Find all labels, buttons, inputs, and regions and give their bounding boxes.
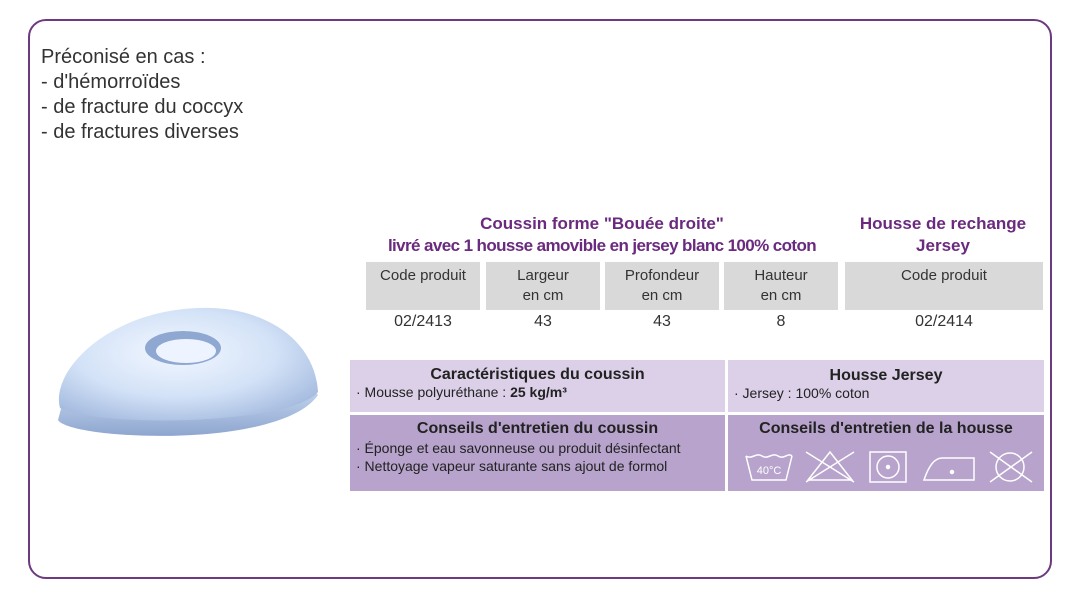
header-label: Code produit <box>901 267 987 284</box>
product-title-line1: Coussin forme "Bouée droite" <box>480 214 724 233</box>
header-code-produit-housse: Code produit <box>845 262 1043 310</box>
header-profondeur: Profondeur en cm <box>605 262 719 310</box>
value-code-produit-housse: 02/2414 <box>915 313 973 330</box>
header-label: Code produit <box>380 267 466 284</box>
care-cushion-box: Conseils d'entretien du coussin · Éponge… <box>350 415 725 491</box>
content-frame <box>28 19 1052 579</box>
indications-list: Préconisé en cas : - d'hémorroïdes - de … <box>41 45 243 145</box>
tumble-dry-icon <box>869 451 907 483</box>
indications-heading: Préconisé en cas : <box>41 46 206 68</box>
header-unit: en cm <box>760 287 802 304</box>
value-hauteur: 8 <box>776 313 786 330</box>
jersey-title: Housse Jersey <box>829 367 943 384</box>
iron-low-icon <box>922 457 975 481</box>
characteristics-line: · Mousse polyuréthane : 25 kg/m³ <box>350 384 725 400</box>
characteristics-label: · Mousse polyuréthane : <box>356 384 511 400</box>
wash-40-icon: 40°C <box>745 454 793 481</box>
cover-title: Housse de rechange Jersey <box>845 213 1041 257</box>
jersey-line: · Jersey : 100% coton <box>734 385 870 401</box>
cover-title-line2: Jersey <box>916 236 970 255</box>
value-code-produit: 02/2413 <box>394 313 452 330</box>
indication-item: - de fracture du coccyx <box>41 96 244 118</box>
header-code-produit: Code produit <box>366 262 480 310</box>
product-title-line2: livré avec 1 housse amovible en jersey b… <box>387 236 817 255</box>
cover-title-line1: Housse de rechange <box>859 214 1027 233</box>
jersey-box: Housse Jersey · Jersey : 100% coton <box>728 360 1044 412</box>
header-unit: en cm <box>522 287 564 304</box>
care-cushion-line: · Éponge et eau savonneuse ou produit dé… <box>356 440 681 456</box>
header-label: Profondeur <box>624 267 700 284</box>
cushion-image <box>58 307 319 436</box>
value-profondeur: 43 <box>653 313 671 330</box>
indication-item: - d'hémorroïdes <box>41 71 181 93</box>
header-largeur: Largeur en cm <box>486 262 600 310</box>
no-dry-clean-icon <box>989 451 1033 483</box>
header-unit: en cm <box>641 287 683 304</box>
value-largeur: 43 <box>534 313 552 330</box>
header-label: Largeur <box>517 267 569 284</box>
characteristics-title: Caractéristiques du coussin <box>430 366 645 383</box>
care-cushion-title: Conseils d'entretien du coussin <box>416 420 659 437</box>
characteristics-box: Caractéristiques du coussin · Mousse pol… <box>350 360 725 412</box>
characteristics-value: 25 kg/m³ <box>510 384 567 400</box>
header-label: Hauteur <box>754 267 808 284</box>
header-hauteur: Hauteur en cm <box>724 262 838 310</box>
care-cushion-line: · Nettoyage vapeur saturante sans ajout … <box>356 458 668 474</box>
no-bleach-icon <box>805 450 855 483</box>
care-symbols: 40°C <box>745 450 1033 483</box>
indication-item: - de fractures diverses <box>41 121 239 143</box>
care-cover-title: Conseils d'entretien de la housse <box>759 420 1013 437</box>
product-title: Coussin forme "Bouée droite" livré avec … <box>362 213 842 257</box>
wash-temp-label: 40°C <box>757 465 782 477</box>
